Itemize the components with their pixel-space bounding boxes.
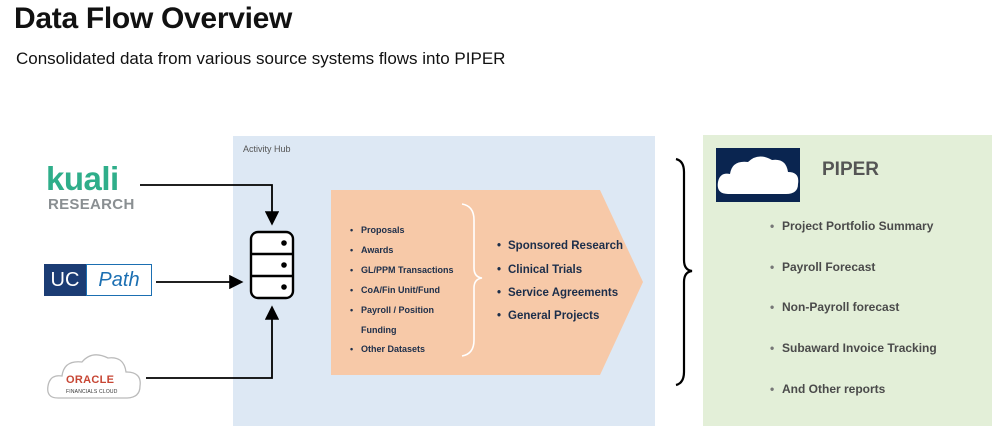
report-item: And Other reports <box>770 382 885 396</box>
dataset-item: Payroll / Position <box>350 305 434 315</box>
kuali-logo-name: kuali <box>46 160 119 197</box>
report-item: Subaward Invoice Tracking <box>770 341 937 355</box>
project-type-item: Clinical Trials <box>497 264 582 276</box>
ucpath-logo: UC Path <box>44 264 154 296</box>
project-type-item: Service Agreements <box>497 287 618 299</box>
ucpath-logo-uc: UC <box>44 264 86 296</box>
oracle-logo: ORACLE FINANCIALS CLOUD <box>44 352 144 404</box>
project-type-item: Sponsored Research <box>497 240 623 252</box>
dataset-item: GL/PPM Transactions <box>350 265 453 275</box>
dataset-item-continuation: Funding <box>361 325 397 335</box>
report-item: Non-Payroll forecast <box>770 300 899 314</box>
report-item: Project Portfolio Summary <box>770 219 933 233</box>
dataset-item: Awards <box>350 245 393 255</box>
page-subtitle: Consolidated data from various source sy… <box>16 49 506 68</box>
dataset-item: Proposals <box>350 225 404 235</box>
activity-hub-label: Activity Hub <box>243 144 291 154</box>
oracle-logo-subtitle: FINANCIALS CLOUD <box>66 389 118 395</box>
kuali-logo: kuali RESEARCH <box>46 160 138 214</box>
kuali-logo-subtitle: RESEARCH <box>48 196 135 213</box>
piper-title: PIPER <box>822 159 880 180</box>
activity-hub-panel <box>233 136 655 426</box>
anaplan-logo-text: /\naplan <box>732 176 778 190</box>
ucpath-logo-path: Path <box>86 264 152 296</box>
page-title: Data Flow Overview <box>14 2 293 35</box>
project-type-item: General Projects <box>497 310 599 322</box>
piper-brace <box>675 157 693 387</box>
anaplan-logo: /\naplan <box>716 148 800 202</box>
dataset-item: CoA/Fin Unit/Fund <box>350 285 440 295</box>
report-item: Payroll Forecast <box>770 260 875 274</box>
dataset-item: Other Datasets <box>350 344 425 354</box>
oracle-logo-name: ORACLE <box>66 374 115 386</box>
